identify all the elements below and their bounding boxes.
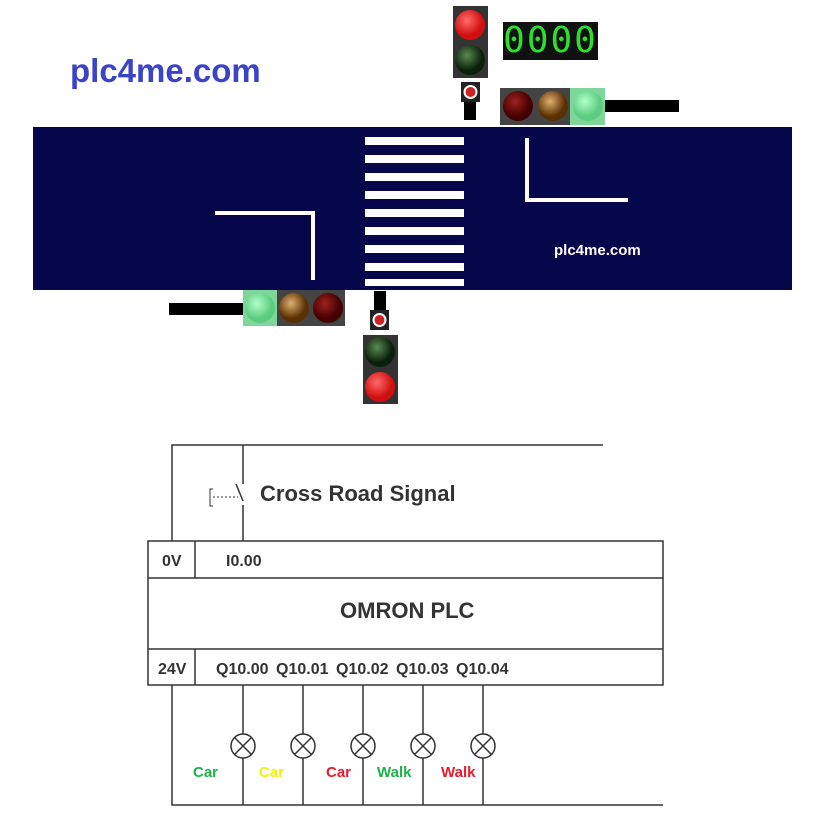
traffic-light-top-car (500, 88, 679, 125)
switch-label: Cross Road Signal (260, 481, 456, 506)
output-address: Q10.04 (456, 661, 509, 678)
output-address: Q10.01 (276, 661, 329, 678)
output-address: Q10.02 (336, 661, 389, 678)
wiring-diagram (147, 444, 664, 806)
lane-markings (215, 138, 628, 280)
crosswalk (365, 137, 464, 286)
lamp-icon (410, 685, 436, 805)
lamp-label: Car (259, 764, 285, 781)
output-address: Q10.00 (216, 661, 269, 678)
timer-display: 0000 (503, 20, 598, 61)
plc-box (147, 540, 664, 686)
traffic-light-bottom-pedestrian (363, 291, 398, 404)
lamp-icon (470, 685, 496, 805)
plc-name: OMRON PLC (340, 598, 475, 623)
traffic-light-bottom-car (169, 290, 345, 326)
road-watermark: plc4me.com (554, 242, 641, 259)
lamp-icon (290, 685, 316, 805)
lamp-label: Walk (377, 764, 412, 781)
road (33, 127, 792, 290)
lamp-icon (350, 685, 376, 805)
input-address: I0.00 (226, 553, 262, 570)
traffic-light-top-pedestrian (453, 6, 488, 120)
lamp-icon (230, 685, 256, 805)
lamp-label: Car (193, 764, 219, 781)
output-common-label: 24V (158, 661, 187, 678)
site-logo: plc4me.com (70, 52, 261, 89)
lamp-label: Car (326, 764, 352, 781)
input-common-label: 0V (162, 553, 182, 570)
lamp-label: Walk (441, 764, 476, 781)
output-address: Q10.03 (396, 661, 449, 678)
